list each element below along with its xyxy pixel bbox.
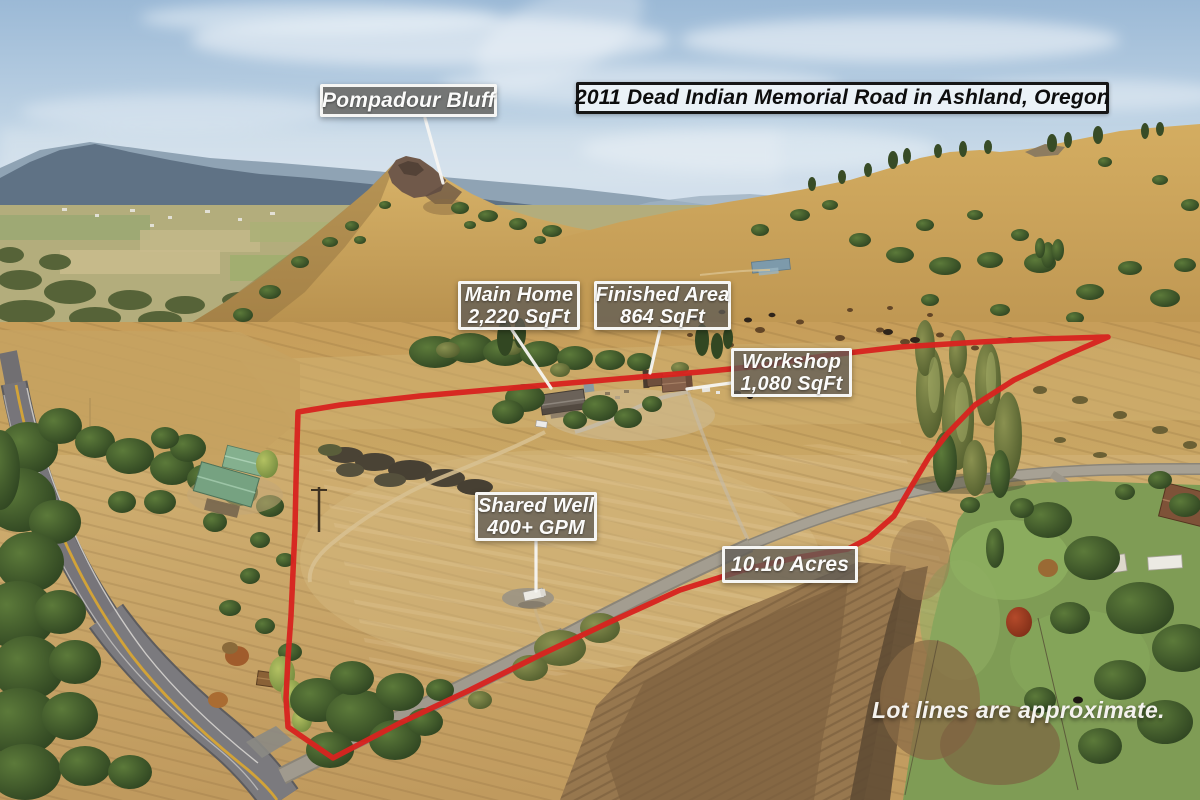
gully-trees	[0, 408, 152, 800]
well-service-truck	[522, 587, 547, 602]
callout-workshop-detail: 1,080 SqFt	[740, 372, 843, 395]
callout-acreage-label: 10.10 Acres	[730, 552, 850, 576]
callout-finished-area-detail: 864 SqFt	[620, 305, 705, 328]
skyline-conifers	[808, 122, 1164, 191]
callout-pompadour-bluff-label: Pompadour Bluff	[322, 88, 495, 112]
creek-poplars	[910, 320, 1026, 498]
callout-shared-well: Shared Well 400+ GPM	[475, 492, 597, 541]
white-trailer	[1147, 554, 1183, 571]
callout-shared-well-detail: 400+ GPM	[487, 516, 585, 539]
property-boundary-line	[283, 334, 1111, 761]
callout-acreage: 10.10 Acres	[722, 546, 858, 583]
red-autumn-tree	[1006, 607, 1032, 637]
callout-workshop-name: Workshop	[741, 350, 841, 373]
callout-finished-area-name: Finished Area	[595, 283, 730, 306]
pointer-lines	[423, 116, 733, 593]
address-banner-label: 2011 Dead Indian Memorial Road in Ashlan…	[575, 86, 1110, 110]
callout-main-home-name: Main Home	[464, 283, 574, 306]
car	[535, 419, 548, 429]
callout-shared-well-name: Shared Well	[477, 494, 595, 517]
hill-trees	[751, 157, 1199, 336]
lot-lines-disclaimer-text: Lot lines are approximate.	[872, 697, 1165, 723]
callout-workshop: Workshop 1,080 SqFt	[731, 348, 852, 397]
callout-main-home-detail: 2,220 SqFt	[467, 305, 571, 328]
callout-main-home: Main Home 2,220 SqFt	[458, 281, 580, 330]
farm-track	[307, 430, 546, 583]
neighbor-property-right	[880, 471, 1200, 800]
neighbor-house-green-roof	[187, 444, 283, 518]
main-home-pointer-line	[510, 328, 553, 390]
address-banner: 2011 Dead Indian Memorial Road in Ashlan…	[575, 82, 1110, 114]
callout-pompadour-bluff: Pompadour Bluff	[320, 84, 497, 117]
home-trees	[492, 362, 689, 429]
shared-well-site	[502, 587, 554, 609]
right-yard-trees	[960, 471, 1200, 764]
lot-lines-disclaimer: Lot lines are approximate.	[872, 697, 1165, 724]
callout-finished-area: Finished Area 864 SqFt	[594, 281, 731, 330]
cow	[1073, 696, 1083, 704]
workshop-pointer-line	[685, 381, 733, 391]
finished-area-pointer-line	[648, 328, 662, 375]
town-buildings	[62, 208, 275, 227]
bluff-pointer-line	[423, 116, 445, 185]
